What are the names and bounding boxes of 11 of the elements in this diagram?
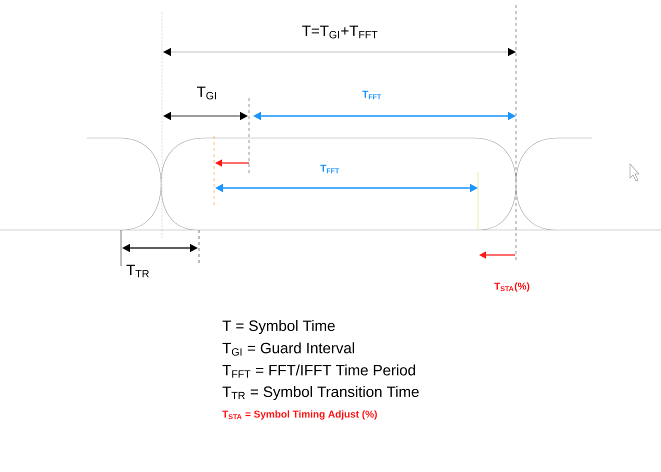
dimension-label: T$_{TR}$	[126, 264, 149, 278]
dimension-label: T$_{GI}$	[196, 86, 216, 100]
definition-text: T$_{TR}$ = Symbol Transition Time	[222, 386, 419, 400]
dimension-label: T$_{FFT}$	[362, 90, 382, 100]
dimension-label: T$_{STA}$(%)	[494, 282, 530, 292]
dimension-label: T$_{FFT}$	[320, 164, 340, 174]
dimension-label: T=T$_{GI}$+T$_{FFT}$	[302, 26, 378, 38]
definition-text: T = Symbol Time	[222, 320, 335, 334]
definition-text: T$_{FFT}$ = FFT/IFFT Time Period	[222, 364, 416, 378]
definition-text: T$_{GI}$ = Guard Interval	[222, 342, 354, 356]
definition-text: T$_{STA}$ = Symbol Timing Adjust (%)	[222, 410, 377, 420]
